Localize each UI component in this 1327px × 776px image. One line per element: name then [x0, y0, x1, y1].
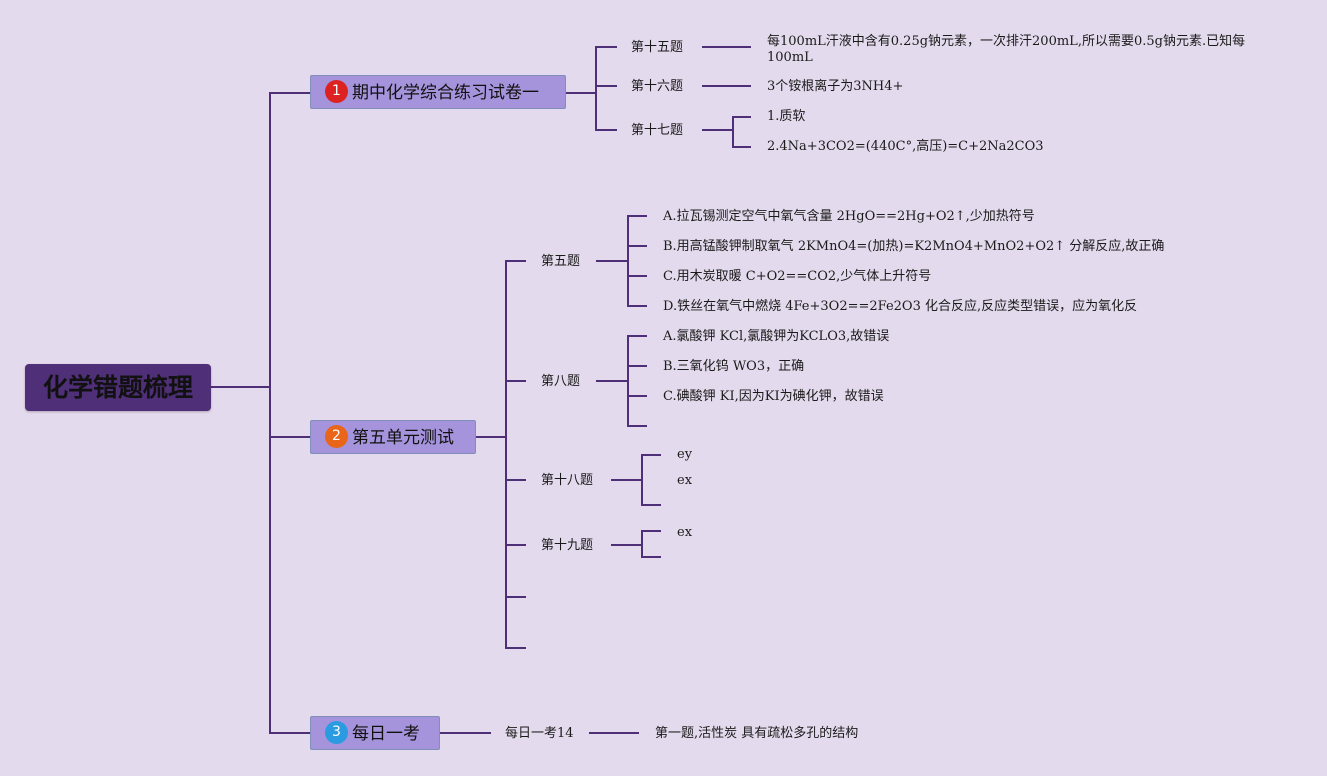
leaf-node[interactable]: B.三氧化钨 WO3，正确: [663, 359, 805, 374]
leaf-node[interactable]: A.拉瓦锡测定空气中氧气含量 2HgO==2Hg+O2↑,少加热符号: [663, 209, 1035, 224]
leaf-node[interactable]: 第一题,活性炭 具有疏松多孔的结构: [655, 726, 859, 741]
root-node[interactable]: 化学错题梳理: [25, 364, 211, 411]
subtopic-19[interactable]: 第十九题: [541, 538, 594, 553]
leaf-node[interactable]: ex: [677, 525, 693, 540]
subtopic-15[interactable]: 第十五题: [631, 40, 684, 55]
leaf-node[interactable]: ey: [677, 447, 693, 462]
subtopic-18[interactable]: 第十八题: [541, 473, 594, 488]
number-badge-2: 2: [325, 424, 348, 448]
leaf-node[interactable]: B.用高锰酸钾制取氧气 2KMnO4=(加热)=K2MnO4+MnO2+O2↑ …: [663, 239, 1165, 254]
topic-label: 第五单元测试: [352, 428, 454, 448]
number-badge-1: 1: [325, 79, 348, 103]
leaf-node[interactable]: ex: [677, 473, 693, 488]
leaf-node[interactable]: C.用木炭取暖 C+O2==CO2,少气体上升符号: [663, 269, 932, 284]
topic-label: 每日一考: [352, 724, 420, 744]
leaf-node[interactable]: 1.质软: [767, 109, 806, 124]
leaf-node[interactable]: A.氯酸钾 KCl,氯酸钾为KCLO3,故错误: [663, 329, 890, 344]
subtopic-8[interactable]: 第八题: [541, 374, 581, 389]
subtopic-17[interactable]: 第十七题: [631, 123, 684, 138]
leaf-node[interactable]: 3个铵根离子为3NH4+: [767, 79, 904, 94]
leaf-node[interactable]: D.铁丝在氧气中燃烧 4Fe+3O2==2Fe2O3 化合反应,反应类型错误，应…: [663, 299, 1138, 314]
subtopic-5[interactable]: 第五题: [541, 254, 581, 269]
subtopic-16[interactable]: 第十六题: [631, 79, 684, 94]
number-badge-3: 3: [325, 720, 348, 744]
leaf-node[interactable]: C.碘酸钾 KI,因为KI为碘化钾，故错误: [663, 389, 884, 404]
topic-label: 期中化学综合练习试卷一: [352, 83, 539, 103]
leaf-node[interactable]: 每100mL汗液中含有0.25g钠元素，一次排汗200mL,所以需要0.5g钠元…: [767, 34, 1246, 65]
leaf-node[interactable]: 2.4Na+3CO2=(440C°,高压)=C+2Na2CO3: [767, 139, 1044, 154]
subtopic-daily-14[interactable]: 每日一考14: [505, 726, 574, 741]
